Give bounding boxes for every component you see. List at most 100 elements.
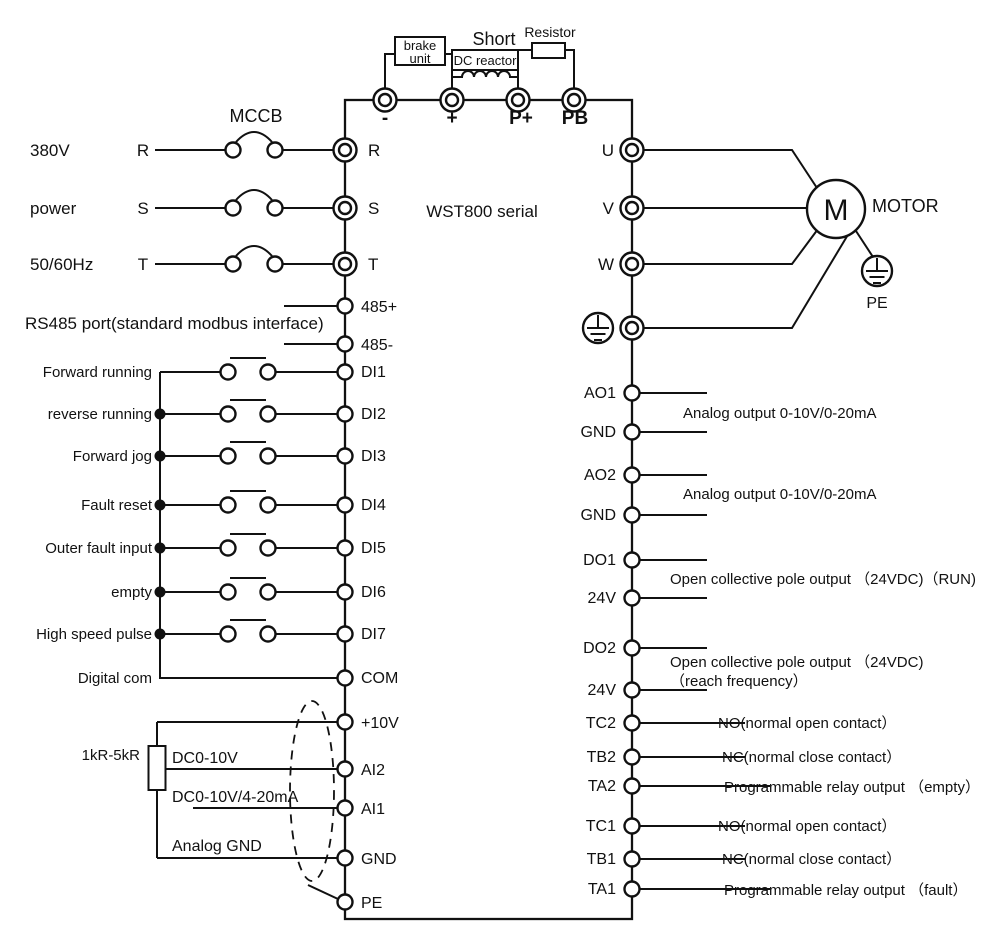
- ai2-signal-label: DC0-10V: [172, 750, 238, 767]
- di4-wires: [160, 490, 337, 506]
- terminal-ai2: [336, 760, 354, 778]
- com-function-label: Digital com: [78, 670, 152, 687]
- brake-unit-label-line2: unit: [410, 51, 431, 66]
- analog-gnd-label: Analog GND: [172, 838, 262, 855]
- di4-switch-contact1: [219, 496, 237, 514]
- motor-pe-ground-icon: [860, 254, 894, 288]
- terminal-ta2-label: TA2: [588, 778, 616, 795]
- di3-function-label: Forward jog: [73, 448, 152, 465]
- di7-switch-contact1: [219, 625, 237, 643]
- terminal-tb2-label: TB2: [587, 749, 616, 766]
- breaker-contact-t2: [266, 255, 284, 273]
- ta1-desc: Programmable relay output （fault）: [724, 882, 967, 899]
- digital-output-section: DO1 24V Open collective pole output （24V…: [583, 551, 976, 699]
- terminal-pe: [336, 893, 354, 911]
- breaker-contact-s2: [266, 199, 284, 217]
- terminal-di1: [336, 363, 354, 381]
- terminal-ao2-gnd: [623, 506, 641, 524]
- di3-wires: [160, 441, 337, 457]
- top-dc-bus-assembly: brake unit Short DC reactor Resistor: [384, 24, 576, 90]
- terminal-485n: [336, 335, 354, 353]
- di7-wires: [160, 619, 337, 635]
- terminal-pe-label: PE: [361, 895, 382, 912]
- terminal-tc2: [623, 714, 641, 732]
- do2-desc-line1: Open collective pole output （24VDC): [670, 654, 923, 671]
- rs485-section: RS485 port(standard modbus interface) 48…: [25, 297, 397, 354]
- brake-unit-box: [394, 36, 446, 66]
- terminal-di3: [336, 447, 354, 465]
- di7-junction-dot: [154, 628, 166, 640]
- di4-switch-contact2: [259, 496, 277, 514]
- terminal-ta2: [623, 777, 641, 795]
- terminal-di4-label: DI4: [361, 497, 386, 514]
- di2-wires: [160, 399, 337, 415]
- di2-switch-contact2: [259, 405, 277, 423]
- terminal-tc1: [623, 817, 641, 835]
- di2-switch-contact1: [219, 405, 237, 423]
- terminal-pplus-label: P+: [509, 108, 533, 129]
- shield-cable-ellipse: [289, 700, 335, 882]
- tb2-desc: NC(normal close contact）: [722, 749, 901, 766]
- terminal-w-label: W: [598, 255, 614, 274]
- tc2-desc: NO(normal open contact）: [718, 715, 896, 732]
- top-terminals: - + P+ PB: [372, 87, 588, 129]
- mccb-label: MCCB: [230, 106, 283, 126]
- wire-minus-brake: [384, 53, 395, 90]
- terminal-v-label: V: [603, 199, 615, 218]
- di1-switch-contact1: [219, 363, 237, 381]
- rs485-label: RS485 port(standard modbus interface): [25, 314, 324, 333]
- phase-s-label: S: [137, 199, 148, 218]
- terminal-485p: [336, 297, 354, 315]
- terminal-pplus-inner: [510, 92, 526, 108]
- terminal-do1-24v: [623, 589, 641, 607]
- di3-junction-dot: [154, 450, 166, 462]
- terminal-com: [336, 669, 354, 687]
- relay-output-section: TC2 NO(normal open contact） TB2 NC(norma…: [586, 714, 980, 899]
- power-input-section: 380V power 50/60Hz MCCB R R S S T T: [30, 106, 380, 277]
- terminal-u-label: U: [602, 141, 614, 160]
- ai1-signal-label: DC0-10V/4-20mA: [172, 789, 299, 806]
- terminal-di5: [336, 539, 354, 557]
- di1-switch-contact2: [259, 363, 277, 381]
- di1-function-label: Forward running: [43, 364, 152, 381]
- do2-desc-line2: （reach frequency）: [670, 673, 808, 690]
- terminal-10v: [336, 713, 354, 731]
- terminal-ao1-gnd: [623, 423, 641, 441]
- terminal-ai1: [336, 799, 354, 817]
- di6-switch-contact2: [259, 583, 277, 601]
- terminal-di7-label: DI7: [361, 626, 386, 643]
- terminal-ta1: [623, 880, 641, 898]
- terminal-di6: [336, 583, 354, 601]
- di7-switch-contact2: [259, 625, 277, 643]
- dc-reactor-coil: [452, 70, 518, 78]
- terminal-t-inner: [337, 256, 353, 272]
- breaker-arc-s: [235, 189, 273, 201]
- terminal-do1-24v-label: 24V: [588, 590, 617, 607]
- terminal-plus-inner: [444, 92, 460, 108]
- terminal-com-label: COM: [361, 670, 398, 687]
- brake-unit-label-line1: brake: [404, 38, 437, 53]
- di6-wires: [160, 577, 337, 593]
- terminal-agnd-label: GND: [361, 851, 397, 868]
- di6-switch-contact1: [219, 583, 237, 601]
- terminal-do2-24v-label: 24V: [588, 682, 617, 699]
- terminal-485p-label: 485+: [361, 299, 397, 316]
- terminal-u-inner: [624, 142, 640, 158]
- breaker-contact-r2: [266, 141, 284, 159]
- terminal-do2: [623, 639, 641, 657]
- terminal-pb-label: PB: [562, 108, 588, 129]
- terminal-di6-label: DI6: [361, 584, 386, 601]
- terminal-v-inner: [624, 200, 640, 216]
- terminal-ao2-gnd-label: GND: [580, 507, 616, 524]
- terminal-ai1-label: AI1: [361, 801, 385, 818]
- brake-resistor-box: [531, 42, 566, 59]
- terminal-tb1-label: TB1: [587, 851, 616, 868]
- motor-symbol: M: [824, 194, 849, 227]
- analog-output-wires: [639, 392, 707, 516]
- terminal-tc2-label: TC2: [586, 715, 616, 732]
- di3-switch-contact1: [219, 447, 237, 465]
- di6-junction-dot: [154, 586, 166, 598]
- terminal-minus-label: -: [382, 108, 388, 129]
- inverter-model-label: WST800 serial: [426, 202, 537, 221]
